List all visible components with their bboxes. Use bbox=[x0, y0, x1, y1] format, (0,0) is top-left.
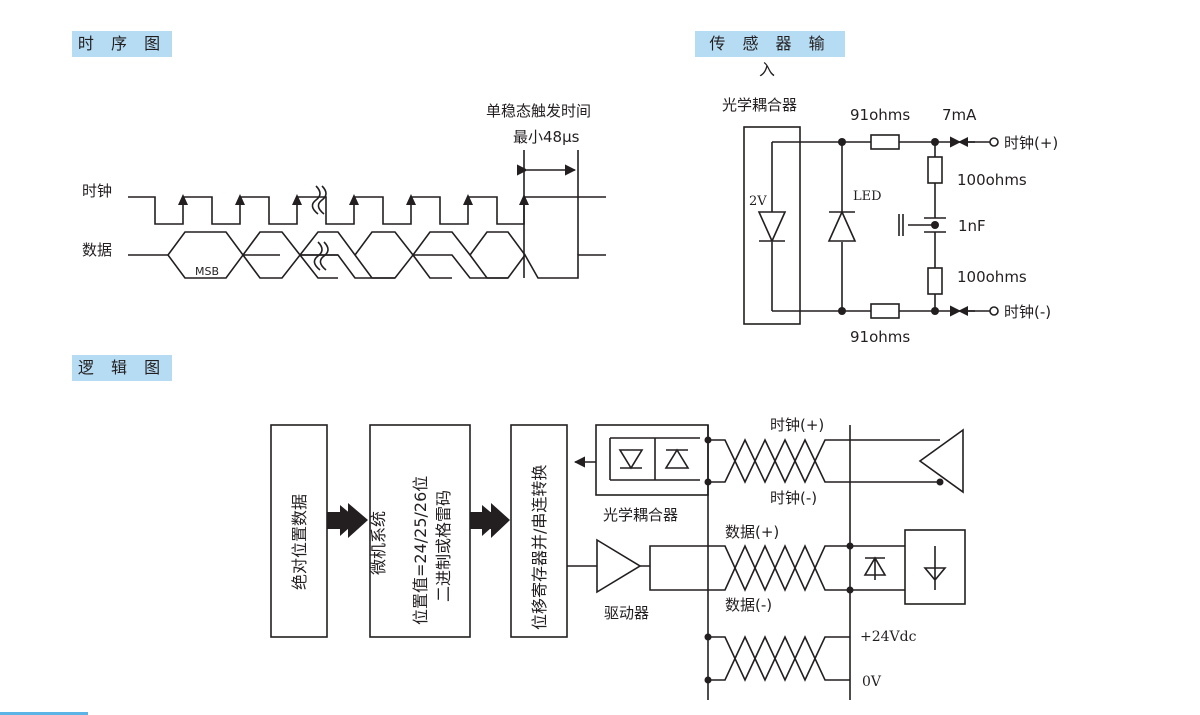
ground-label: 0V bbox=[862, 674, 882, 690]
resistor-100-bottom bbox=[927, 267, 943, 295]
photo-diode bbox=[757, 211, 787, 243]
logic-optocoupler-box bbox=[595, 424, 709, 496]
data-label: 数据 bbox=[82, 241, 112, 259]
sensor-circuit bbox=[743, 126, 999, 325]
resistor-100-top-label: 100ohms bbox=[957, 171, 1027, 189]
bottom-accent-bar bbox=[0, 712, 88, 715]
logic-diagram-title: 逻 辑 图 bbox=[72, 355, 172, 381]
diode-voltage-label: 2V bbox=[749, 194, 767, 209]
logic-optocoupler-label: 光学耦合器 bbox=[603, 506, 678, 524]
timing-diagram-title: 时 序 图 bbox=[72, 31, 172, 57]
abs-position-text: 绝对位置数据 bbox=[290, 494, 309, 590]
block-arrows bbox=[327, 436, 944, 684]
monostable-time-label: 单稳态触发时间 bbox=[486, 102, 591, 120]
shift-register-text: 位移寄存器并/串连转换 bbox=[530, 465, 549, 630]
resistor-91-top-label: 91ohms bbox=[850, 106, 910, 124]
micro-line3-text: 二进制或格雷码 bbox=[434, 490, 453, 602]
power-twisted-pair bbox=[708, 635, 850, 682]
abs-position-block bbox=[270, 424, 328, 638]
resistor-100-bottom-label: 100ohms bbox=[957, 268, 1027, 286]
line-receiver bbox=[918, 428, 964, 494]
resistor-91-top bbox=[870, 134, 900, 150]
resistor-91-bottom bbox=[870, 303, 900, 319]
sensor-clock-pos-label: 时钟(+) bbox=[1004, 134, 1058, 152]
driver-label: 驱动器 bbox=[604, 604, 649, 622]
data-twisted-pair bbox=[708, 544, 850, 592]
power-label: +24Vdc bbox=[860, 629, 917, 645]
microcomputer-block bbox=[369, 424, 471, 638]
clock-waveform bbox=[128, 196, 606, 225]
timing-diagram bbox=[128, 150, 606, 279]
current-label: 7mA bbox=[942, 106, 977, 124]
resistor-91-bottom-label: 91ohms bbox=[850, 328, 910, 346]
clock-label: 时钟 bbox=[82, 182, 112, 200]
micro-line1-text: 微机系统 bbox=[369, 511, 388, 575]
led-label: LED bbox=[853, 189, 882, 204]
data-waveform bbox=[128, 253, 606, 279]
clock-rising-arrows bbox=[178, 194, 529, 205]
capacitor-label: 1nF bbox=[958, 217, 986, 235]
clock-twisted-pair bbox=[708, 438, 850, 484]
logic-clock-pos-label: 时钟(+) bbox=[770, 416, 824, 434]
sensor-input-title: 传 感 器 输 入 bbox=[695, 31, 845, 79]
data-pos-label: 数据(+) bbox=[725, 523, 779, 541]
micro-line2-text: 位置值=24/25/26位 bbox=[411, 476, 430, 625]
sensor-clock-neg-label: 时钟(-) bbox=[1004, 303, 1051, 321]
monostable-min-label: 最小48μs bbox=[513, 128, 580, 146]
resistor-100-top bbox=[927, 156, 943, 184]
sensor-optocoupler-box bbox=[743, 126, 801, 325]
driver-triangle bbox=[596, 538, 642, 594]
logic-diagram bbox=[270, 424, 966, 700]
led-diode bbox=[827, 210, 857, 242]
msb-label: MSB bbox=[195, 265, 219, 278]
shift-register-block bbox=[510, 424, 568, 638]
capacitor-1nf bbox=[924, 217, 946, 233]
data-neg-label: 数据(-) bbox=[725, 596, 772, 614]
sensor-optocoupler-label: 光学耦合器 bbox=[722, 96, 797, 114]
receiver-optocoupler-box bbox=[904, 529, 966, 605]
clock-break-symbol bbox=[311, 185, 321, 215]
logic-clock-neg-label: 时钟(-) bbox=[770, 489, 817, 507]
